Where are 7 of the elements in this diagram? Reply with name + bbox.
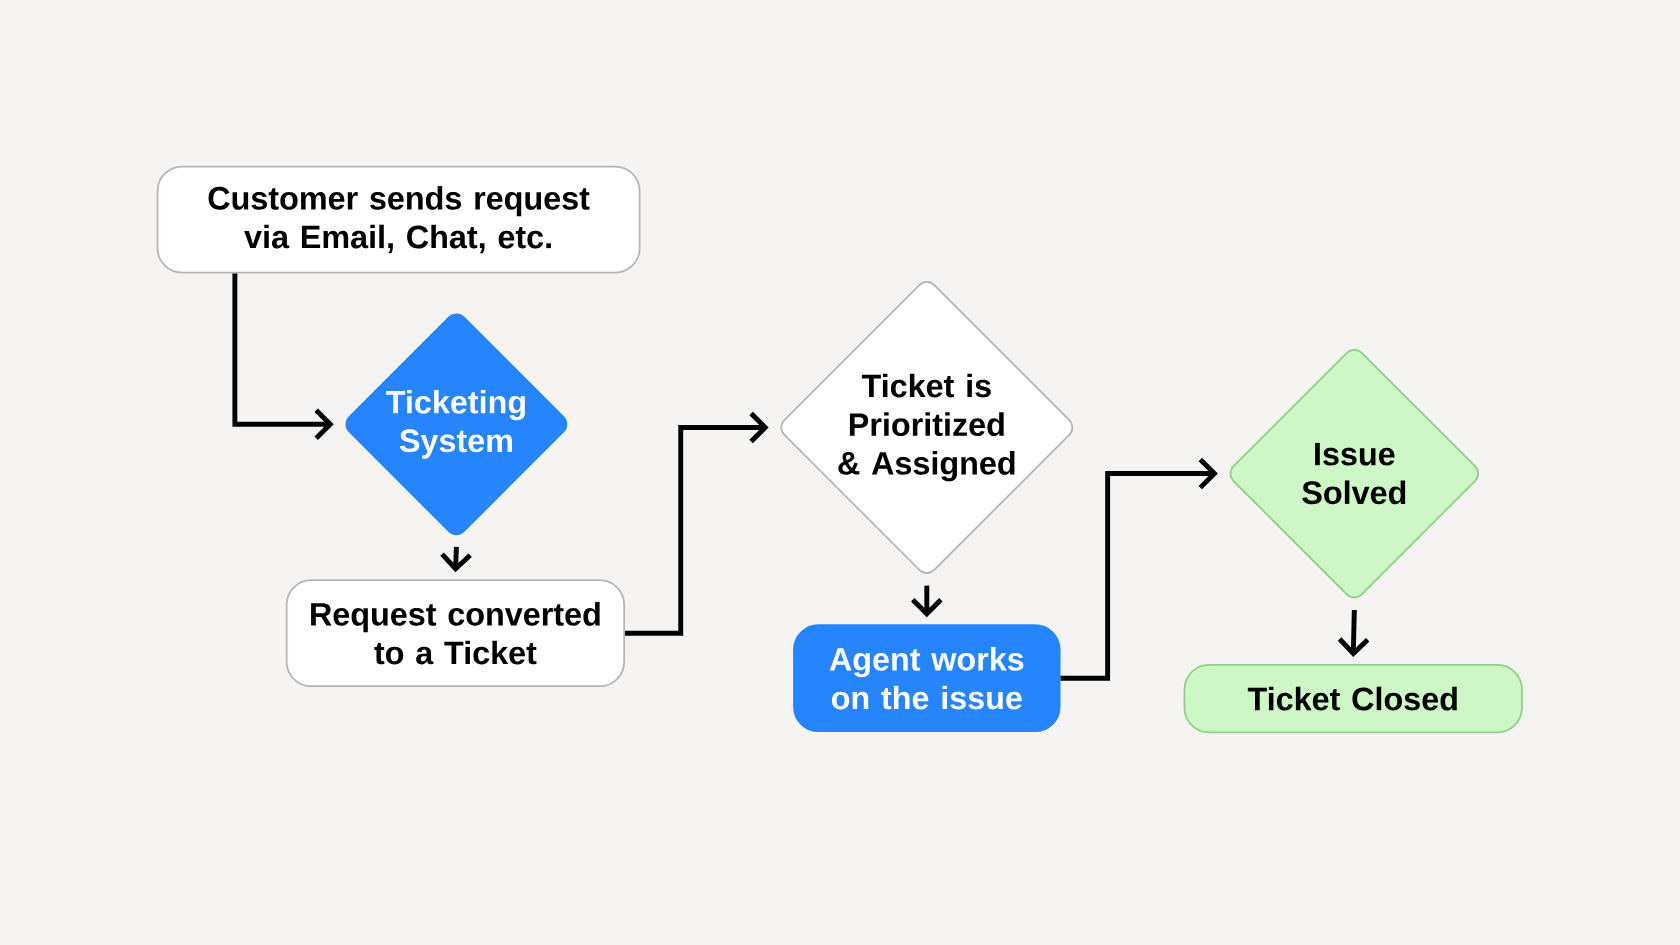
- process-box: Request converted to a Ticket: [285, 579, 626, 688]
- arrow: [1060, 457, 1218, 681]
- process-box: Customer sends request via Email, Chat, etc.: [156, 165, 641, 274]
- arrow: [625, 411, 769, 636]
- process-box: Agent works on the issue: [793, 624, 1061, 733]
- arrow: [232, 273, 334, 441]
- process-box: Ticket Closed: [1183, 663, 1523, 734]
